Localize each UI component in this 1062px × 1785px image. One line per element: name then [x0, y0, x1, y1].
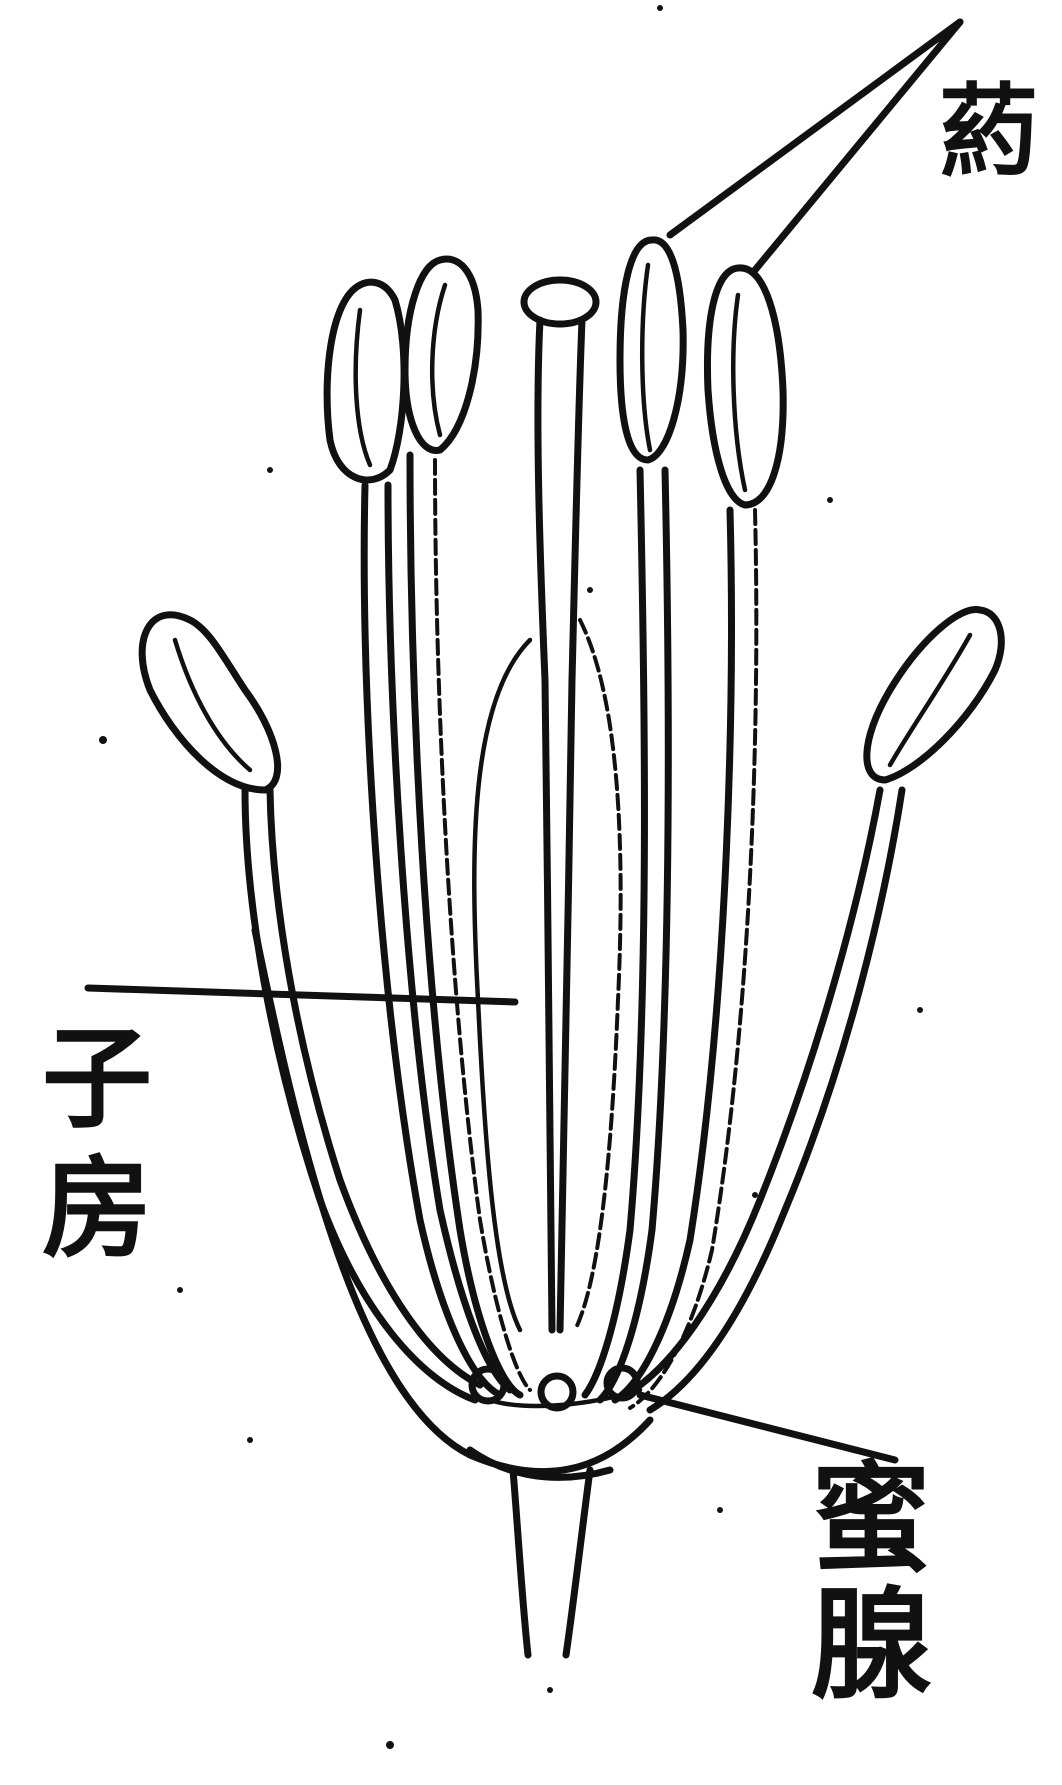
nectary-leader	[640, 1395, 895, 1460]
anther-label: 葯	[930, 78, 1030, 178]
ovary-label: 子房	[32, 1020, 142, 1280]
leader-lines	[88, 22, 960, 1460]
ovary-leader	[88, 988, 515, 1002]
pistil	[474, 280, 620, 1330]
pedicel	[513, 1470, 590, 1655]
stamen-outer-left	[142, 615, 480, 1400]
anther	[707, 268, 783, 505]
receptacle	[255, 930, 650, 1477]
stamen-inner-right-2	[615, 268, 783, 1408]
stamen-outer-right	[625, 610, 1001, 1410]
anther	[142, 615, 277, 790]
anther-leader-1	[670, 22, 960, 235]
stigma	[524, 280, 596, 324]
anther	[620, 240, 683, 460]
nectary-label: 蜜腺	[800, 1455, 920, 1707]
anther	[405, 259, 478, 450]
